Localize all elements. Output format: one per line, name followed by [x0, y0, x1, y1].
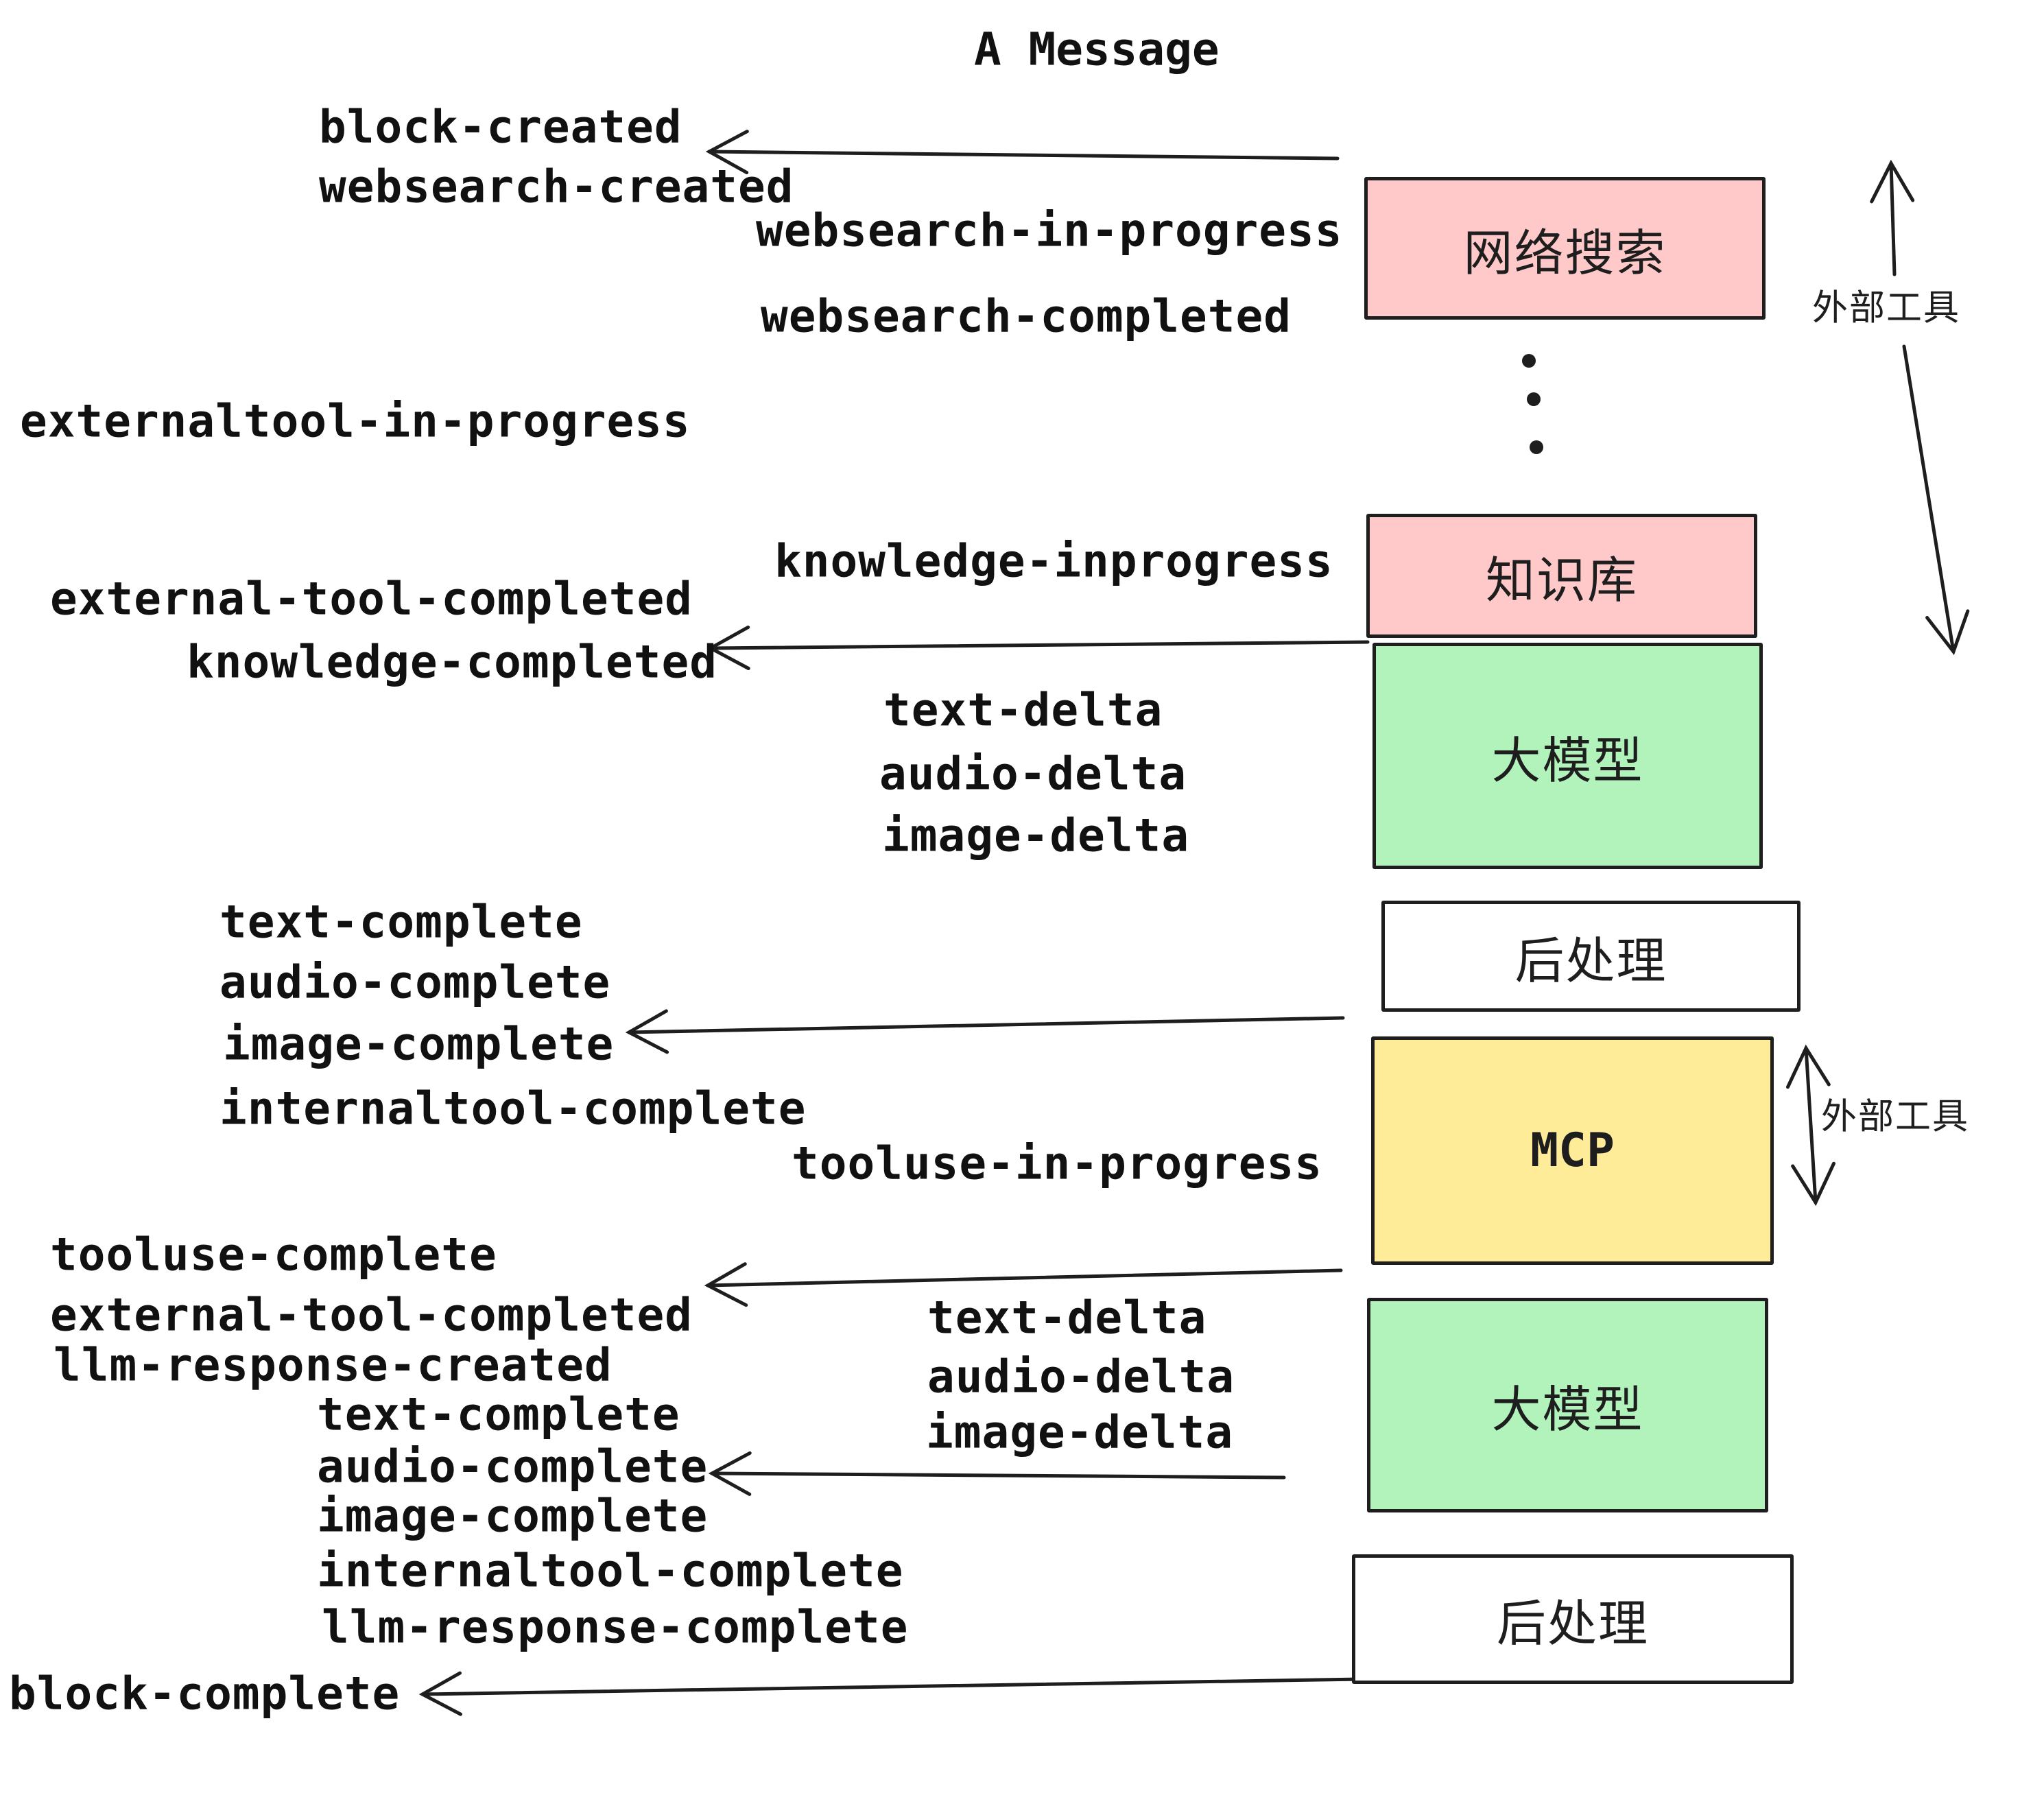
ellipsis-dot: [1527, 392, 1541, 406]
node-label: 后处理: [1514, 931, 1667, 990]
node-knowledge: 知识库: [1366, 514, 1757, 638]
node-websearch: 网络搜索: [1364, 177, 1766, 320]
event-label-knowledge-inprogress: knowledge-inprogress: [774, 534, 1333, 588]
event-label-block-created: block-created: [319, 100, 682, 154]
arrow-mcp-external-tools: [1785, 1044, 1836, 1207]
event-label-websearch-in-progress: websearch-in-progress: [756, 204, 1343, 257]
event-label-websearch-created: websearch-created: [319, 160, 794, 213]
node-llm-2: 大模型: [1367, 1298, 1768, 1512]
arrow-to-block-complete: [418, 1671, 1364, 1716]
event-label-image-delta: image-delta: [882, 809, 1190, 862]
node-label: 后处理: [1496, 1595, 1649, 1652]
event-label-externaltool-in-progress: externaltool-in-progress: [20, 394, 691, 448]
event-label-image-complete: image-complete: [317, 1489, 709, 1543]
arrow-to-image-complete: [625, 1009, 1345, 1054]
event-label-tooluse-complete: tooluse-complete: [50, 1228, 497, 1281]
event-label-image-complete: image-complete: [223, 1017, 615, 1071]
event-label-external-tool-completed: external-tool-completed: [50, 1288, 693, 1342]
event-label-audio-complete: audio-complete: [317, 1440, 709, 1493]
event-label-external-tool-completed: external-tool-completed: [50, 572, 693, 626]
event-label-image-delta: image-delta: [926, 1405, 1234, 1459]
event-label-llm-response-complete: llm-response-complete: [322, 1600, 909, 1654]
event-label-knowledge-completed: knowledge-completed: [187, 635, 717, 689]
page-title: A Message: [974, 23, 1220, 76]
ellipsis-dot: [1522, 354, 1536, 368]
node-postprocess-2: 后处理: [1352, 1554, 1794, 1684]
arrow-external-tools-up: [1870, 159, 1915, 276]
event-label-text-delta: text-delta: [927, 1291, 1207, 1344]
event-label-block-complete: block-complete: [9, 1667, 401, 1720]
event-label-tooluse-in-progress: tooluse-in-progress: [792, 1137, 1322, 1190]
event-label-websearch-completed: websearch-completed: [761, 289, 1292, 343]
arrow-to-audio-complete: [708, 1451, 1286, 1496]
event-label-audio-delta: audio-delta: [879, 747, 1187, 800]
node-label: 大模型: [1491, 731, 1644, 790]
arrow-to-websearch-created: [705, 130, 1340, 175]
arrow-external-tools-down: [1902, 344, 1970, 656]
event-label-llm-response-created: llm-response-created: [54, 1338, 613, 1392]
node-label: 大模型: [1491, 1381, 1644, 1438]
event-label-audio-delta: audio-delta: [927, 1350, 1235, 1403]
event-label-text-delta: text-delta: [883, 683, 1163, 737]
event-label-text-complete: text-complete: [219, 895, 583, 949]
annotation-external-tools-2: 外部工具: [1821, 1096, 1970, 1138]
node-postprocess-1: 后处理: [1381, 901, 1801, 1012]
node-label: 知识库: [1485, 551, 1638, 609]
ellipsis-dot: [1530, 440, 1543, 454]
node-label: 网络搜索: [1463, 224, 1667, 282]
event-label-audio-complete: audio-complete: [219, 956, 611, 1009]
node-llm-1: 大模型: [1372, 643, 1763, 869]
event-label-internaltool-complete: internaltool-complete: [219, 1082, 807, 1135]
arrow-to-tooluse-complete: [704, 1262, 1343, 1307]
annotation-external-tools-1: 外部工具: [1812, 287, 1961, 329]
arrow-to-knowledge-completed: [706, 625, 1370, 670]
node-label: MCP: [1530, 1124, 1615, 1178]
node-mcp: MCP: [1371, 1036, 1774, 1265]
event-label-text-complete: text-complete: [317, 1388, 680, 1441]
event-label-internaltool-complete: internaltool-complete: [317, 1544, 904, 1598]
